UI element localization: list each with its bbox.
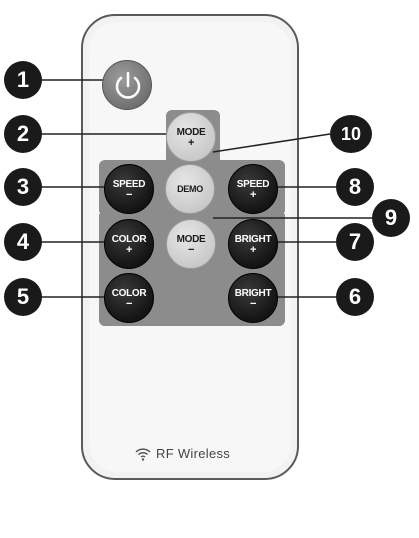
speed-minus-label: SPEED <box>112 178 146 190</box>
power-button[interactable] <box>102 60 152 110</box>
callout-number-6: 6 <box>336 278 374 316</box>
color-plus-label: COLOR <box>111 233 147 245</box>
speed-plus-button[interactable]: SPEED + <box>228 164 278 214</box>
mode-plus-label: MODE <box>176 126 206 138</box>
demo-label: DEMO <box>177 183 203 194</box>
color-minus-sign: − <box>125 297 133 310</box>
bright-plus-button[interactable]: BRIGHT + <box>228 219 278 269</box>
mode-plus-button[interactable]: MODE + <box>166 112 216 162</box>
mode-minus-button[interactable]: MODE − <box>166 219 216 269</box>
bright-minus-sign: − <box>249 297 257 310</box>
bright-plus-label: BRIGHT <box>234 233 272 245</box>
rf-wireless-label: RF Wireless <box>135 446 230 461</box>
bright-minus-button[interactable]: BRIGHT − <box>228 273 278 323</box>
callout-number-5: 5 <box>4 278 42 316</box>
color-plus-sign: + <box>125 243 133 256</box>
color-minus-label: COLOR <box>111 287 147 299</box>
speed-minus-sign: − <box>125 188 133 201</box>
callout-number-4: 4 <box>4 223 42 261</box>
bright-minus-label: BRIGHT <box>234 287 272 299</box>
callout-number-3: 3 <box>4 168 42 206</box>
wireless-signal-icon <box>135 447 151 461</box>
color-plus-button[interactable]: COLOR + <box>104 219 154 269</box>
callout-number-10: 10 <box>330 115 372 153</box>
power-icon <box>115 71 141 99</box>
callout-number-9: 9 <box>372 199 410 237</box>
bright-plus-sign: + <box>249 243 257 256</box>
rf-wireless-text: RF Wireless <box>156 446 231 461</box>
demo-button[interactable]: DEMO <box>165 164 215 214</box>
callout-number-8: 8 <box>336 168 374 206</box>
mode-minus-label: MODE <box>176 233 206 245</box>
speed-plus-sign: + <box>249 188 257 201</box>
mode-plus-sign: + <box>187 136 195 149</box>
callout-number-1: 1 <box>4 61 42 99</box>
color-minus-button[interactable]: COLOR − <box>104 273 154 323</box>
callout-line-10 <box>212 133 331 153</box>
callout-number-7: 7 <box>336 223 374 261</box>
speed-plus-label: SPEED <box>236 178 270 190</box>
speed-minus-button[interactable]: SPEED − <box>104 164 154 214</box>
mode-minus-sign: − <box>187 243 195 256</box>
callout-number-2: 2 <box>4 115 42 153</box>
